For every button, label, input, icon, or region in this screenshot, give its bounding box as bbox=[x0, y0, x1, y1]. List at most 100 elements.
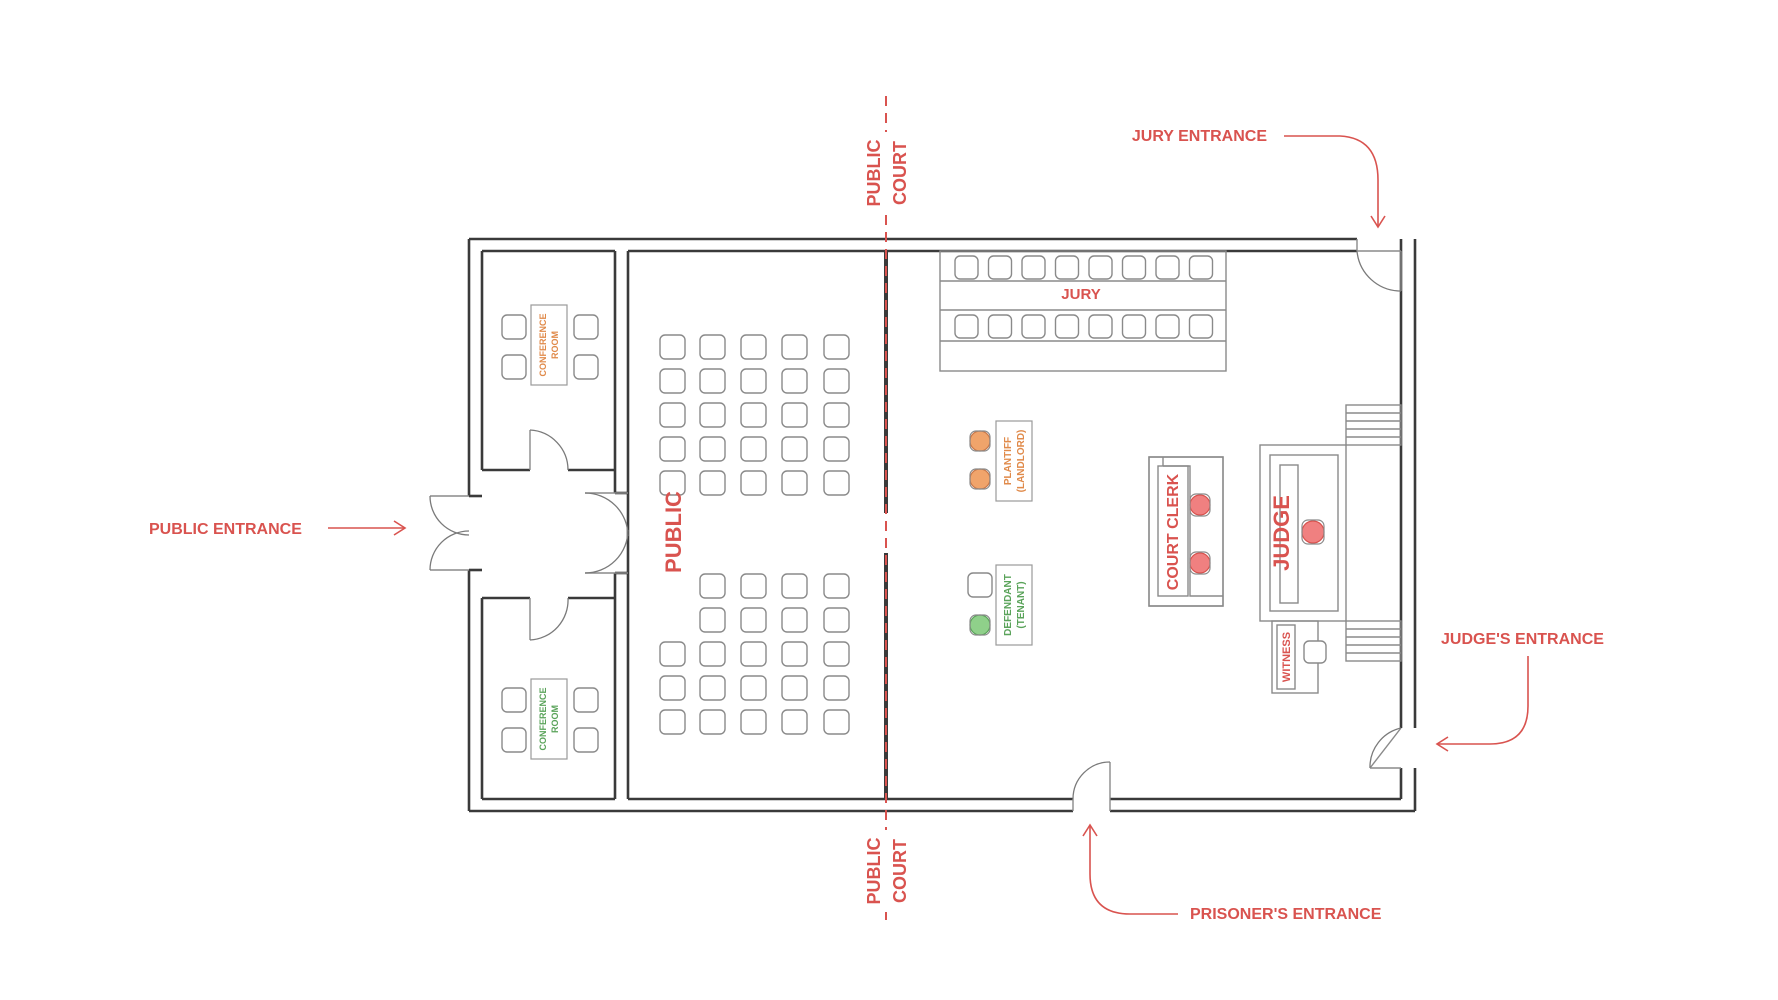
jury-seat bbox=[1088, 255, 1113, 280]
public-seat bbox=[781, 573, 808, 599]
public-seat bbox=[659, 436, 686, 462]
public-seat bbox=[699, 436, 726, 462]
interior-walls bbox=[469, 249, 1403, 801]
public-seat bbox=[823, 641, 850, 667]
public-seat bbox=[699, 368, 726, 394]
witness-stand: WITNESS bbox=[1271, 620, 1327, 694]
court-clerk-label: COURT CLERK bbox=[1165, 473, 1182, 590]
public-seat bbox=[823, 675, 850, 701]
witness-label: WITNESS bbox=[1281, 632, 1293, 682]
public-seat bbox=[781, 709, 808, 735]
conference-room-top-label-2: ROOM bbox=[550, 331, 560, 359]
divider-bottom-public: PUBLIC bbox=[864, 838, 884, 905]
public-seat bbox=[781, 402, 808, 428]
jury-seat bbox=[1121, 314, 1147, 339]
divider-label-bottom: PUBLIC COURT bbox=[858, 830, 916, 912]
defendant-person-icon bbox=[969, 614, 991, 636]
public-seat bbox=[659, 709, 686, 735]
public-seat bbox=[823, 573, 850, 599]
divider-label-top: PUBLIC COURT bbox=[858, 132, 916, 214]
jury-seat bbox=[1155, 255, 1180, 280]
jury-entrance-annotation: JURY ENTRANCE bbox=[1132, 128, 1386, 229]
judge-entrance-door[interactable] bbox=[1369, 727, 1402, 769]
plaintiff-label-2: (LANDLORD) bbox=[1016, 430, 1027, 493]
public-seat bbox=[659, 368, 686, 394]
conference-room-doors[interactable] bbox=[529, 429, 569, 641]
public-seat bbox=[740, 641, 767, 667]
judge-bench-stairs-bottom bbox=[1345, 620, 1402, 662]
court-clerk-person-icon bbox=[1189, 493, 1211, 575]
jury-seat bbox=[1188, 314, 1214, 339]
public-seat bbox=[781, 368, 808, 394]
jury-seat bbox=[1021, 314, 1046, 339]
conference-room-bottom-label-1: CONFERENCE bbox=[538, 687, 548, 750]
public-entrance-annotation: PUBLIC ENTRANCE bbox=[149, 520, 407, 538]
judge-label: JUDGE bbox=[1269, 495, 1294, 571]
public-seat bbox=[740, 402, 767, 428]
conference-room-top: CONFERENCE ROOM bbox=[501, 304, 599, 386]
public-seat bbox=[740, 470, 767, 496]
prisoner-entrance-door[interactable] bbox=[1072, 761, 1111, 811]
jury-seat bbox=[1054, 255, 1080, 280]
jury-seat bbox=[1155, 314, 1180, 339]
plaintiff-label-1: PLANTIFF bbox=[1003, 437, 1014, 485]
jury-entrance-label: JURY ENTRANCE bbox=[1132, 128, 1267, 145]
public-seat bbox=[740, 436, 767, 462]
public-seat bbox=[823, 709, 850, 735]
public-seat bbox=[699, 607, 726, 633]
jury-seat bbox=[1188, 255, 1214, 280]
public-seat bbox=[823, 334, 850, 360]
public-seat bbox=[823, 470, 850, 496]
public-seat bbox=[781, 675, 808, 701]
plaintiff-person-icon bbox=[969, 430, 991, 490]
jury-seat bbox=[1021, 255, 1046, 280]
divider-top-public: PUBLIC bbox=[864, 140, 884, 207]
public-entrance-doors[interactable] bbox=[429, 492, 629, 574]
plaintiff-table: PLANTIFF (LANDLORD) bbox=[969, 420, 1033, 502]
public-seat bbox=[699, 641, 726, 667]
prisoner-entrance-label: PRISONER'S ENTRANCE bbox=[1190, 906, 1382, 923]
public-seat bbox=[823, 402, 850, 428]
judge-entrance-label: JUDGE'S ENTRANCE bbox=[1441, 631, 1604, 648]
public-seat bbox=[659, 402, 686, 428]
public-seat bbox=[823, 607, 850, 633]
public-seating bbox=[659, 334, 850, 735]
public-seat bbox=[823, 368, 850, 394]
judge-bench-stairs-top bbox=[1345, 404, 1402, 446]
jury-seat bbox=[987, 314, 1013, 339]
public-seat bbox=[740, 675, 767, 701]
public-seat bbox=[740, 607, 767, 633]
public-seat bbox=[659, 470, 686, 496]
public-seat bbox=[781, 607, 808, 633]
court-clerk-desk: COURT CLERK bbox=[1148, 456, 1224, 607]
public-seat bbox=[699, 709, 726, 735]
public-seat bbox=[781, 641, 808, 667]
public-seat bbox=[823, 436, 850, 462]
public-seat bbox=[740, 368, 767, 394]
jury-seats bbox=[954, 255, 1214, 339]
conference-room-bottom: CONFERENCE ROOM bbox=[501, 678, 599, 760]
public-seat bbox=[781, 470, 808, 496]
conference-room-bottom-label-2: ROOM bbox=[550, 705, 560, 733]
defendant-table: DEFENDANT (TENANT) bbox=[967, 564, 1033, 646]
public-seat bbox=[740, 334, 767, 360]
public-seat bbox=[781, 436, 808, 462]
public-seat bbox=[659, 334, 686, 360]
jury-entrance-door[interactable] bbox=[1356, 239, 1402, 292]
jury-seat bbox=[954, 255, 979, 280]
public-area-label: PUBLIC bbox=[661, 491, 686, 573]
public-seat bbox=[699, 334, 726, 360]
defendant-label-1: DEFENDANT bbox=[1003, 574, 1014, 636]
defendant-label-2: (TENANT) bbox=[1016, 581, 1027, 628]
jury-seat bbox=[1088, 314, 1113, 339]
public-seat bbox=[699, 675, 726, 701]
jury-box: JURY bbox=[939, 250, 1227, 372]
public-seat bbox=[699, 402, 726, 428]
prisoner-entrance-annotation: PRISONER'S ENTRANCE bbox=[1082, 823, 1382, 923]
jury-seat bbox=[987, 255, 1013, 280]
public-seat bbox=[659, 641, 686, 667]
conference-room-top-label-1: CONFERENCE bbox=[538, 313, 548, 376]
judge-entrance-annotation: JUDGE'S ENTRANCE bbox=[1435, 631, 1604, 752]
jury-label: JURY bbox=[1061, 286, 1100, 303]
